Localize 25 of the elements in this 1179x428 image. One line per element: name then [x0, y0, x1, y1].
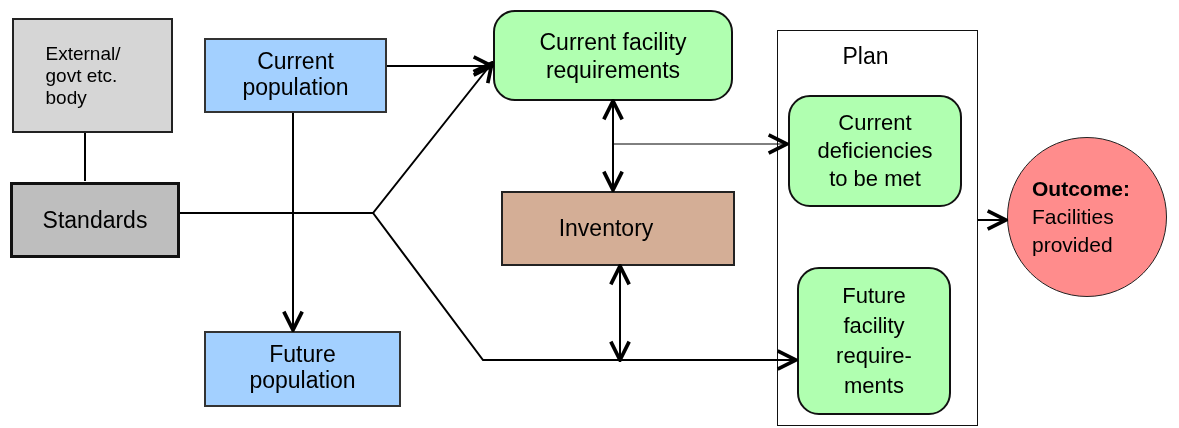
rounded-box — [493, 10, 733, 101]
rounded-box — [797, 267, 951, 415]
process-box — [501, 191, 735, 266]
node-label: Outcome: Facilities provided — [1032, 176, 1131, 258]
process-box — [10, 182, 180, 258]
node-label: Current population — [241, 48, 350, 100]
plan-container — [777, 30, 978, 426]
arrow — [386, 55, 494, 77]
node-label: Inventory — [558, 214, 654, 244]
node-label: Future facility require- ments — [835, 282, 913, 400]
process-box — [204, 331, 401, 407]
process-box — [12, 18, 173, 133]
arrow — [977, 209, 1008, 231]
arrow — [282, 112, 304, 332]
node-label: Future population — [248, 341, 357, 393]
arrow — [612, 133, 789, 155]
node-label: Current deficiencies to be met — [816, 109, 934, 193]
arrow — [609, 264, 631, 362]
arrow — [602, 99, 624, 192]
node-label: Current facility requirements — [538, 27, 688, 84]
rounded-box — [788, 95, 962, 207]
node-label: Standards — [42, 205, 148, 235]
node-label: External/ govt etc. body — [45, 42, 122, 109]
process-box — [204, 38, 387, 113]
node-label: Plan — [842, 42, 889, 71]
